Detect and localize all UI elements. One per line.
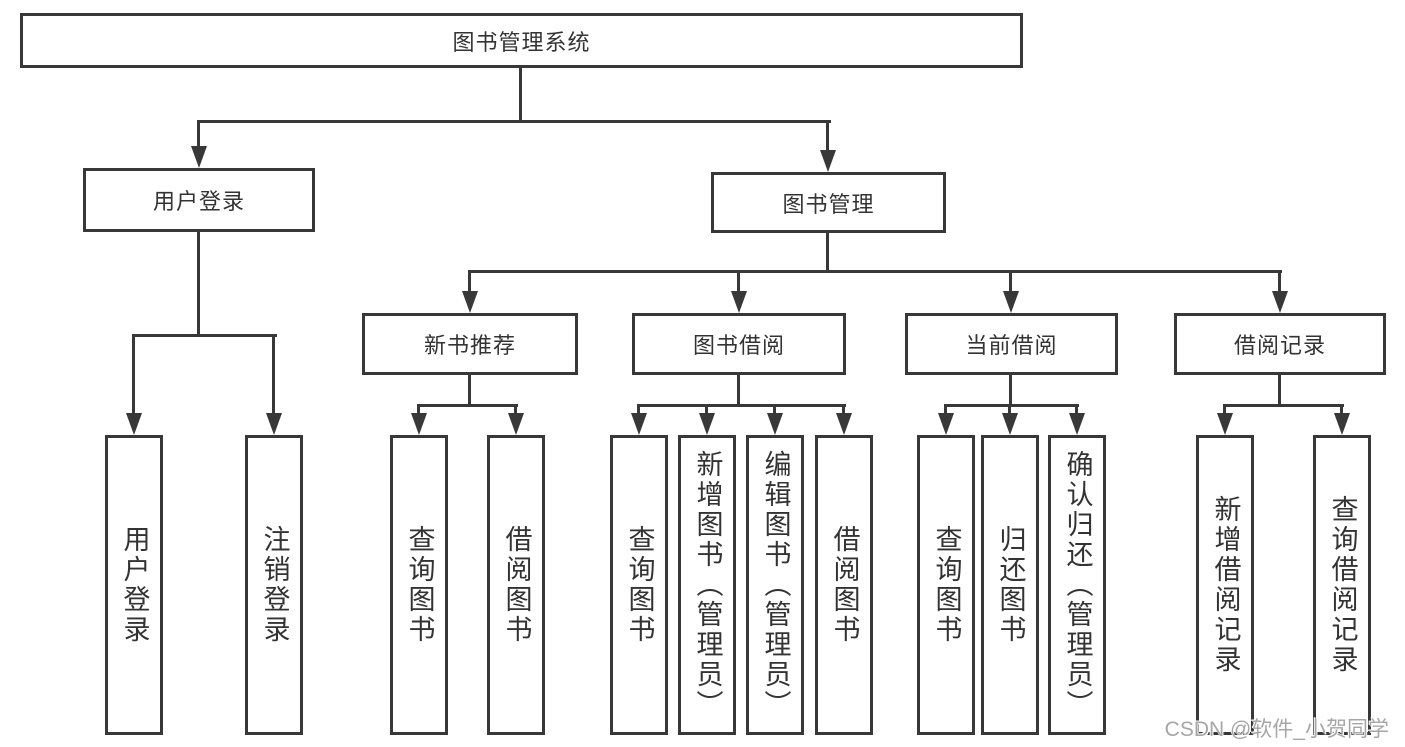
arrow-down-icon (731, 291, 747, 313)
arrow-down-icon (1272, 291, 1288, 313)
leaf-user-login: 用户登录 (105, 435, 163, 735)
leaf-label: 新增图书（管理员） (692, 450, 723, 720)
leaf-label: 归还图书 (995, 525, 1026, 645)
leaf-borrow-book-recommend: 借阅图书 (487, 435, 545, 735)
leaf-query-book-recommend: 查询图书 (390, 435, 448, 735)
connector-line (1223, 404, 1226, 415)
connector-line (737, 270, 740, 293)
node-label: 借阅记录 (1233, 333, 1326, 358)
connector-line (1008, 404, 1011, 415)
leaf-label: 查询图书 (931, 525, 962, 645)
leaf-label: 注销登录 (259, 525, 290, 645)
arrow-down-icon (767, 413, 783, 435)
leaf-label: 查询图书 (624, 525, 655, 645)
connector-line (417, 404, 518, 407)
connector-line (944, 404, 947, 415)
connector-line (468, 375, 471, 407)
node-book-management: 图书管理 (711, 172, 946, 233)
connector-line (468, 270, 471, 293)
leaf-label: 用户登录 (119, 525, 150, 645)
node-user-login: 用户登录 (83, 168, 315, 232)
arrow-down-icon (1217, 413, 1233, 435)
connector-line (132, 334, 277, 337)
leaf-logout: 注销登录 (245, 435, 303, 735)
node-root: 图书管理系统 (20, 13, 1023, 68)
watermark: CSDN @软件_小贺同学 (1164, 718, 1389, 741)
connector-line (1009, 270, 1012, 293)
leaf-label: 新增借阅记录 (1210, 495, 1241, 675)
arrow-down-icon (631, 413, 647, 435)
leaf-add-book-admin: 新增图书（管理员） (678, 435, 736, 735)
leaf-edit-book-admin: 编辑图书（管理员） (746, 435, 804, 735)
node-label: 图书管理 (782, 191, 875, 217)
connector-line (826, 233, 829, 273)
connector-line (468, 270, 1282, 273)
leaf-label: 查询借阅记录 (1327, 495, 1358, 675)
leaf-borrow-book: 借阅图书 (815, 435, 873, 735)
connector-line (705, 404, 708, 415)
arrow-down-icon (1069, 413, 1085, 435)
leaf-label: 编辑图书（管理员） (760, 450, 791, 720)
connector-line (197, 120, 831, 123)
connector-line (1223, 404, 1344, 407)
connector-line (1075, 404, 1078, 415)
node-new-book-recommend: 新书推荐 (362, 313, 578, 375)
leaf-return-book: 归还图书 (981, 435, 1039, 735)
connector-line (826, 120, 829, 152)
arrow-down-icon (836, 413, 852, 435)
node-book-borrow: 图书借阅 (632, 313, 846, 375)
leaf-confirm-return-admin: 确认归还（管理员） (1048, 435, 1106, 735)
connector-line (1278, 375, 1281, 407)
arrow-down-icon (1003, 291, 1019, 313)
arrow-down-icon (699, 413, 715, 435)
node-label: 图书借阅 (692, 333, 785, 358)
connector-line (773, 404, 776, 415)
connector-line (417, 404, 420, 415)
arrow-down-icon (266, 413, 282, 435)
arrow-down-icon (1334, 413, 1350, 435)
connector-line (1009, 375, 1012, 407)
leaf-label: 查询图书 (404, 525, 435, 645)
leaf-add-borrow-record: 新增借阅记录 (1196, 435, 1254, 735)
connector-line (737, 375, 740, 407)
arrow-down-icon (191, 146, 207, 168)
arrow-down-icon (411, 413, 427, 435)
connector-line (944, 404, 1079, 407)
node-label: 当前借阅 (965, 333, 1058, 358)
leaf-label: 借阅图书 (829, 525, 860, 645)
node-current-borrow: 当前借阅 (905, 313, 1118, 375)
connector-line (519, 68, 522, 120)
node-borrow-record: 借阅记录 (1174, 313, 1386, 375)
connector-line (1278, 270, 1281, 293)
connector-line (514, 404, 517, 415)
connector-line (132, 334, 135, 415)
connector-line (197, 232, 200, 337)
leaf-query-book: 查询图书 (610, 435, 668, 735)
connector-line (272, 334, 275, 415)
arrow-down-icon (1002, 413, 1018, 435)
arrow-down-icon (126, 413, 142, 435)
leaf-label: 借阅图书 (501, 525, 532, 645)
node-label: 新书推荐 (423, 333, 516, 358)
leaf-label: 确认归还（管理员） (1062, 450, 1093, 720)
leaf-query-borrow-record: 查询借阅记录 (1313, 435, 1371, 735)
arrow-down-icon (508, 413, 524, 435)
arrow-down-icon (462, 291, 478, 313)
leaf-query-current: 查询图书 (917, 435, 975, 735)
arrow-down-icon (938, 413, 954, 435)
node-root-label: 图书管理系统 (452, 29, 591, 55)
connector-line (197, 120, 200, 150)
connector-line (637, 404, 846, 407)
arrow-down-icon (820, 150, 836, 172)
connector-line (1340, 404, 1343, 415)
connector-line (842, 404, 845, 415)
connector-line (637, 404, 640, 415)
node-label: 用户登录 (152, 189, 245, 214)
